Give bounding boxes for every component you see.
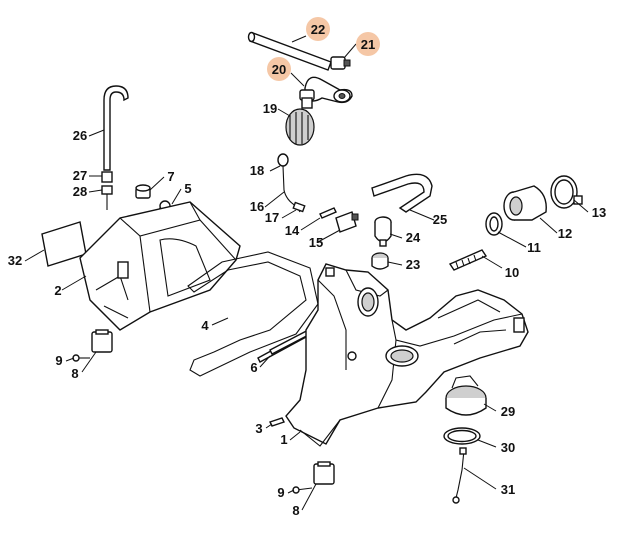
callout-28[interactable]: 28 xyxy=(73,184,87,199)
callout-8-lower[interactable]: 8 xyxy=(292,503,299,518)
callout-7[interactable]: 7 xyxy=(167,169,174,184)
part-7-plug xyxy=(135,184,151,199)
part-15-contact xyxy=(335,211,359,233)
callout-17[interactable]: 17 xyxy=(265,210,279,225)
part-20-pickup-hose xyxy=(299,76,353,104)
part-21-fitting xyxy=(330,56,351,70)
callout-5[interactable]: 5 xyxy=(184,181,191,196)
part-2-tank-housing xyxy=(79,201,241,331)
callout-27[interactable]: 27 xyxy=(73,168,87,183)
callout-11[interactable]: 11 xyxy=(527,240,541,255)
callout-21[interactable]: 21 xyxy=(361,37,375,52)
callout-25[interactable]: 25 xyxy=(433,212,447,227)
part-29-tank-cap xyxy=(445,375,487,416)
part-1-main-housing xyxy=(285,263,529,447)
part-25-hose xyxy=(371,173,433,213)
leader-lines xyxy=(24,35,589,511)
highlight-20 xyxy=(267,57,291,81)
callout-14[interactable]: 14 xyxy=(285,223,300,238)
callout-9-upper[interactable]: 9 xyxy=(55,353,62,368)
callout-15[interactable]: 15 xyxy=(309,235,323,250)
part-9-8-av-element-lower xyxy=(292,461,335,494)
part-22-fuel-hose xyxy=(247,31,332,71)
part-14-screw xyxy=(319,207,337,219)
part-26-breather-tube xyxy=(101,85,129,210)
part-23-grommet xyxy=(371,252,389,270)
part-10-bolt xyxy=(448,249,488,271)
part-31-cord xyxy=(452,447,467,504)
part-19-fuel-filter xyxy=(285,97,315,146)
callout-4[interactable]: 4 xyxy=(201,318,209,333)
callout-6[interactable]: 6 xyxy=(250,360,257,375)
part-3-pin xyxy=(269,417,285,427)
part-13-clamp xyxy=(550,175,583,209)
callout-18[interactable]: 18 xyxy=(250,163,264,178)
part-30-o-ring xyxy=(443,427,481,445)
callout-2[interactable]: 2 xyxy=(54,283,61,298)
part-12-sleeve xyxy=(503,185,547,221)
callout-19[interactable]: 19 xyxy=(263,101,277,116)
callout-23[interactable]: 23 xyxy=(406,257,420,272)
callout-26[interactable]: 26 xyxy=(73,128,87,143)
callout-10[interactable]: 10 xyxy=(505,265,519,280)
callout-22[interactable]: 22 xyxy=(311,22,325,37)
callout-31[interactable]: 31 xyxy=(501,482,515,497)
part-4-gasket xyxy=(187,251,319,377)
highlight-22 xyxy=(306,17,330,41)
callout-16[interactable]: 16 xyxy=(250,199,264,214)
callout-3[interactable]: 3 xyxy=(255,421,262,436)
callout-9-lower[interactable]: 9 xyxy=(277,485,284,500)
callout-1[interactable]: 1 xyxy=(280,432,287,447)
callout-12[interactable]: 12 xyxy=(558,226,572,241)
part-9-8-av-element-upper xyxy=(72,329,113,362)
callout-13[interactable]: 13 xyxy=(592,205,606,220)
callout-20[interactable]: 20 xyxy=(272,62,286,77)
callout-24[interactable]: 24 xyxy=(406,230,421,245)
part-32-label xyxy=(41,221,87,267)
callout-29[interactable]: 29 xyxy=(501,404,515,419)
callout-highlights xyxy=(267,17,380,81)
part-18-16-17-cable xyxy=(277,153,306,213)
part-11-ring xyxy=(485,212,503,236)
callout-labels: 22 21 20 19 26 27 28 7 5 32 2 18 16 17 1… xyxy=(8,22,606,518)
callout-32[interactable]: 32 xyxy=(8,253,22,268)
callout-30[interactable]: 30 xyxy=(501,440,515,455)
callout-8-upper[interactable]: 8 xyxy=(71,366,78,381)
part-24-valve xyxy=(374,216,392,247)
highlight-21 xyxy=(356,32,380,56)
